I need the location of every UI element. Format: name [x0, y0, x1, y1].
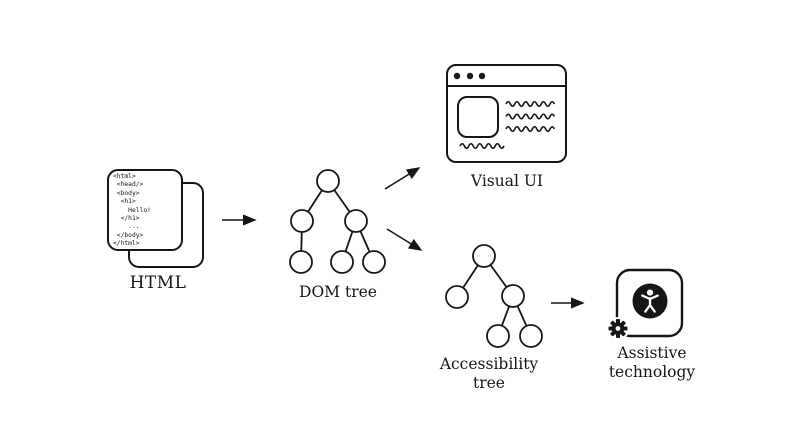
accessibility-tree-edges: [456, 255, 532, 337]
label-accessibility-tree: Accessibility tree: [439, 355, 539, 393]
accessibility-person-icon: [632, 283, 668, 319]
accessibility-tree-node: [501, 284, 525, 308]
gear-icon: [606, 317, 630, 340]
browser-image-placeholder: [457, 96, 499, 138]
accessibility-tree-icon: [445, 244, 543, 348]
arrow-dom-to-visual-ui: [384, 167, 421, 190]
dom-tree-node: [344, 209, 368, 233]
dom-tree-node: [362, 250, 386, 274]
label-visual-ui: Visual UI: [470, 172, 544, 190]
label-html: HTML: [129, 273, 187, 293]
accessibility-tree-node: [445, 285, 469, 309]
html-card-stack-icon: [107, 169, 204, 268]
dom-tree-node: [289, 250, 313, 274]
browser-window-icon: [446, 64, 567, 163]
html-code-snippet: <html> <head/> <body> <h1> Hello! </h1> …: [113, 173, 151, 248]
dom-tree-node: [330, 250, 354, 274]
dom-tree-icon: [289, 169, 386, 274]
dom-tree-node: [290, 209, 314, 233]
arrow-dom-to-accessibility-tree: [386, 228, 423, 251]
browser-dots-icon: [453, 72, 486, 80]
accessibility-tree-node: [472, 244, 496, 268]
accessibility-tree-node: [486, 324, 510, 348]
dom-tree-edges: [300, 180, 375, 263]
browser-text-squiggles: [459, 100, 556, 150]
dom-tree-node: [316, 169, 340, 193]
label-dom-tree: DOM tree: [299, 283, 377, 301]
assistive-technology-icon: [606, 268, 684, 340]
label-assistive-technology: Assistive technology: [608, 344, 696, 382]
html-card-front: [107, 169, 183, 251]
accessibility-tree-node: [519, 324, 543, 348]
